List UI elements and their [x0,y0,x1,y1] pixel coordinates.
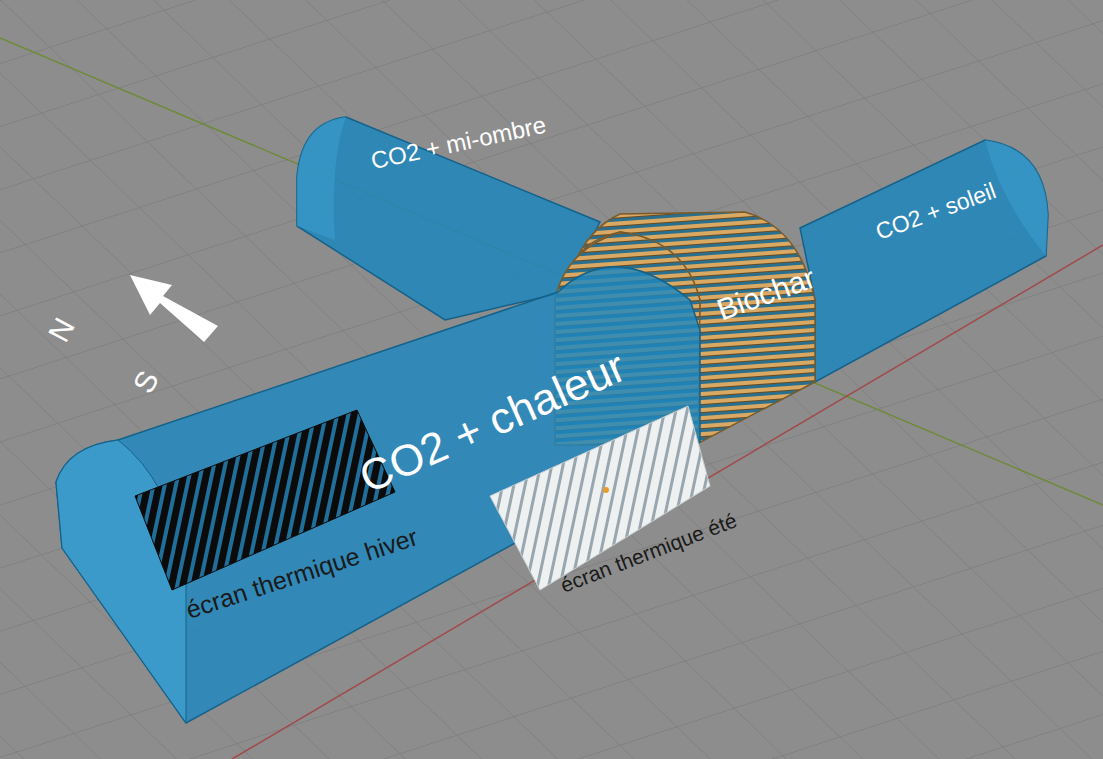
tunnel-label-box: CO2 + chaleur [348,338,637,505]
tunnel [800,140,1048,382]
tunnel-label-box: écran thermique été [552,505,744,600]
tunnel-label-box: écran thermique hiver [178,520,425,627]
tunnel-label-box: CO2 + mi-ombre [364,109,553,178]
compass-letter: N [44,313,81,346]
zone-label: CO2 + soleil [871,178,1002,246]
zone-label: CO2 + mi-ombre [366,111,550,175]
zone-label: écran thermique hiver [181,523,423,625]
tunnel-label-box: CO2 + soleil [868,175,1004,248]
tunnel-label-box: Biochar [708,257,824,329]
tunnel-end [56,440,186,723]
north-arrow [130,275,218,342]
tunnel-end [297,117,346,240]
compass-letter: S [128,366,164,398]
origin-dot [603,487,609,493]
zone-label: écran thermique été [555,508,742,598]
zone-label: CO2 + chaleur [350,341,634,503]
zone-label: Biochar [711,259,822,326]
